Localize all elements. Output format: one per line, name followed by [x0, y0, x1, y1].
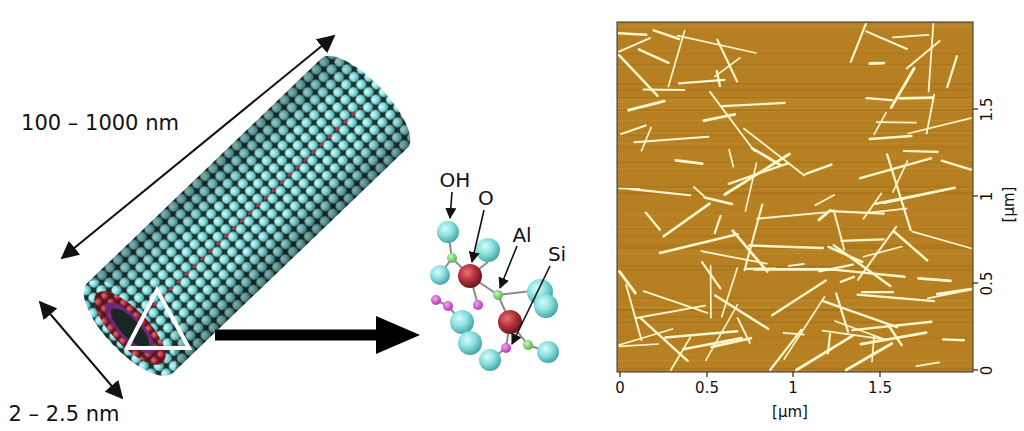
atom-spheres — [430, 221, 559, 371]
nanotube-rods — [619, 24, 971, 370]
afm-scan-lines — [618, 26, 972, 369]
atom-label: OH — [440, 170, 471, 190]
axis-tick-label: 1.5 — [981, 97, 996, 121]
zoom-arrowhead — [376, 316, 420, 354]
diameter-dimension-label: 2 – 2.5 nm — [9, 404, 120, 425]
axis-tick-label: 0.5 — [981, 271, 996, 295]
afm-frame — [617, 22, 973, 372]
axis-tick-label: 0 — [615, 381, 625, 396]
axis-ticks — [620, 109, 978, 377]
afm-image — [617, 22, 973, 372]
zoom-arrow — [215, 330, 380, 341]
atom-label: Al — [512, 225, 531, 245]
axis-tick-label: 0 — [980, 365, 995, 375]
length-dimension — [62, 36, 334, 258]
leader-arrows — [450, 192, 550, 344]
diameter-dimension — [40, 302, 122, 398]
nanotube — [70, 43, 424, 389]
axis-title: [µm] — [772, 405, 808, 420]
axis-tick-label: 1 — [980, 191, 995, 201]
axis-title: [µm] — [1003, 186, 1018, 222]
axis-tick-label: 1 — [788, 381, 798, 396]
atom-label: Si — [548, 244, 566, 264]
axis-tick-label: 1.5 — [868, 381, 892, 396]
cutout-triangle — [127, 290, 189, 348]
axis-tick-label: 0.5 — [695, 381, 719, 396]
atom-label: O — [478, 188, 494, 208]
length-dimension-label: 100 – 1000 nm — [21, 113, 179, 134]
